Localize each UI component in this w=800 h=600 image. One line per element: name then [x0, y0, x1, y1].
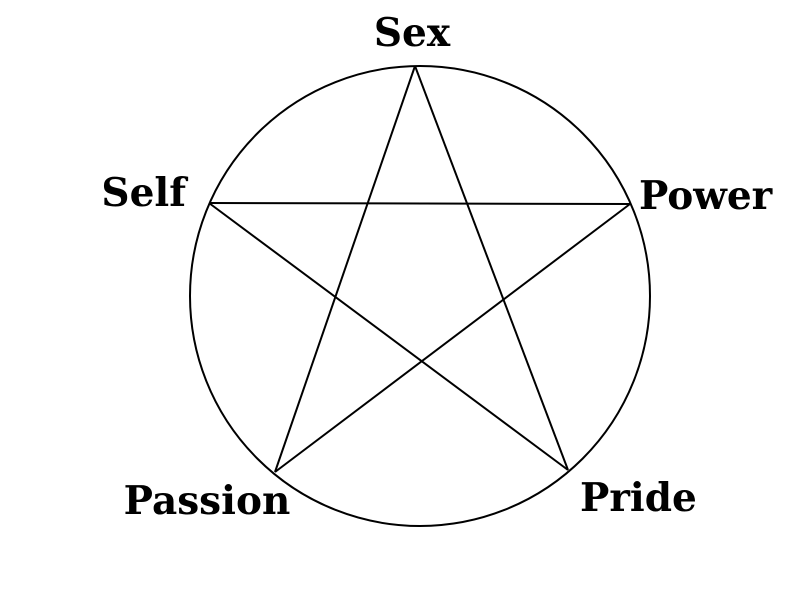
label-upper-right: Power	[639, 173, 773, 219]
star-line-upper-left-to-lower-right	[208, 202, 569, 471]
label-upper-left: Self	[101, 170, 188, 216]
star-line-top-to-lower-left	[274, 65, 416, 473]
label-lower-right: Pride	[580, 475, 697, 521]
star-line-lower-left-to-upper-right	[274, 203, 631, 473]
star-line-lower-right-to-top	[414, 65, 569, 471]
star-line-upper-right-to-upper-left	[208, 202, 631, 205]
label-top: Sex	[374, 10, 451, 56]
label-lower-left: Passion	[124, 478, 291, 524]
outer-circle	[189, 65, 651, 527]
